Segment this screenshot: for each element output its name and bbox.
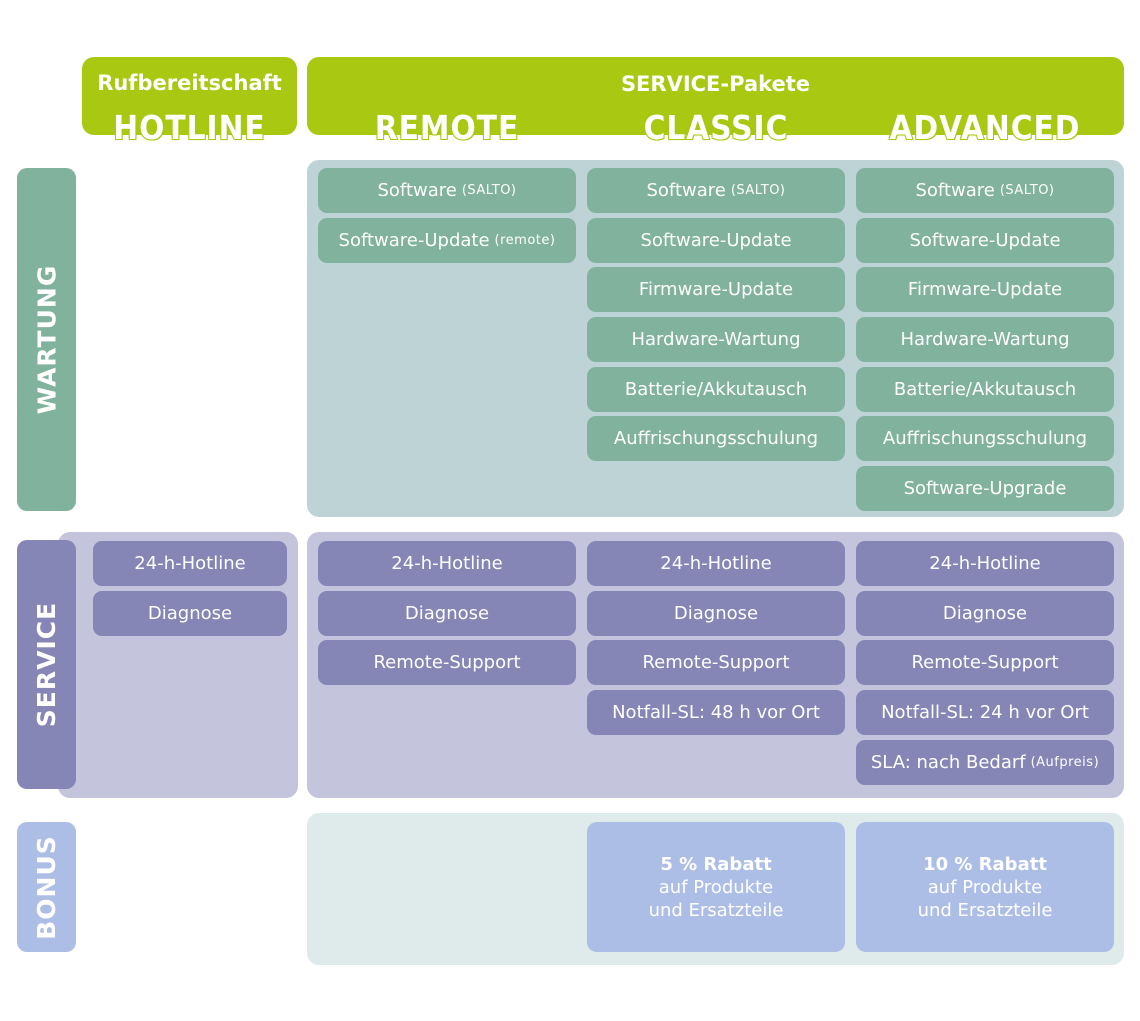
bonus-advanced-line2: auf Produkte xyxy=(927,876,1043,898)
service-advanced-item: Diagnose xyxy=(856,591,1114,636)
remote-column-header: REMOTE xyxy=(374,107,520,148)
service-advanced-item: Remote-Support xyxy=(856,640,1114,685)
wartung-classic-item: Firmware-Update xyxy=(587,267,845,312)
bonus-side-label: BONUS xyxy=(17,822,76,952)
wartung-advanced-item: Auffrischungsschulung xyxy=(856,416,1114,461)
service-side-text: SERVICE xyxy=(32,601,62,728)
service-pakete-header: SERVICE-Pakete xyxy=(307,57,1124,135)
bonus-advanced-line3: und Ersatzteile xyxy=(917,899,1053,921)
service-pakete-title: SERVICE-Pakete xyxy=(620,72,811,96)
service-classic-item: 24-h-Hotline xyxy=(587,541,845,586)
wartung-advanced-item: Batterie/Akkutausch xyxy=(856,367,1114,412)
service-classic-item: Remote-Support xyxy=(587,640,845,685)
wartung-advanced-item: Hardware-Wartung xyxy=(856,317,1114,362)
bonus-classic-line3: und Ersatzteile xyxy=(648,899,784,921)
service-hotline-item: Diagnose xyxy=(93,591,287,636)
wartung-advanced-item: Software-Update xyxy=(856,218,1114,263)
wartung-classic-item: Auffrischungsschulung xyxy=(587,416,845,461)
wartung-advanced-item: Firmware-Update xyxy=(856,267,1114,312)
advanced-column-header: ADVANCED xyxy=(889,107,1081,148)
wartung-side-text: WARTUNG xyxy=(32,264,62,415)
wartung-classic-item: Hardware-Wartung xyxy=(587,317,845,362)
bonus-advanced-box: 10 % Rabatt auf Produkte und Ersatzteile xyxy=(856,822,1114,952)
wartung-remote-item: Software-Update(remote) xyxy=(318,218,576,263)
bonus-classic-line1: 5 % Rabatt xyxy=(660,853,772,875)
bonus-classic-box: 5 % Rabatt auf Produkte und Ersatzteile xyxy=(587,822,845,952)
service-hotline-item: 24-h-Hotline xyxy=(93,541,287,586)
hotline-header-title: Rufbereitschaft xyxy=(97,71,282,95)
bonus-side-text: BONUS xyxy=(32,834,62,940)
service-remote-item: 24-h-Hotline xyxy=(318,541,576,586)
wartung-advanced-item: Software(SALTO) xyxy=(856,168,1114,213)
service-classic-item: Diagnose xyxy=(587,591,845,636)
hotline-header: Rufbereitschaft xyxy=(82,57,297,135)
wartung-classic-item: Software(SALTO) xyxy=(587,168,845,213)
wartung-classic-item: Batterie/Akkutausch xyxy=(587,367,845,412)
service-classic-item: Notfall-SL: 48 h vor Ort xyxy=(587,690,845,735)
wartung-advanced-item: Software-Upgrade xyxy=(856,466,1114,511)
service-advanced-item: SLA: nach Bedarf(Aufpreis) xyxy=(856,740,1114,785)
service-advanced-item: 24-h-Hotline xyxy=(856,541,1114,586)
service-side-label: SERVICE xyxy=(17,540,76,789)
classic-column-header: CLASSIC xyxy=(643,107,789,148)
bonus-advanced-line1: 10 % Rabatt xyxy=(923,853,1047,875)
service-remote-item: Diagnose xyxy=(318,591,576,636)
wartung-side-label: WARTUNG xyxy=(17,168,76,511)
hotline-header-sub: HOTLINE xyxy=(112,107,266,148)
service-remote-item: Remote-Support xyxy=(318,640,576,685)
wartung-remote-item: Software(SALTO) xyxy=(318,168,576,213)
wartung-classic-item: Software-Update xyxy=(587,218,845,263)
bonus-classic-line2: auf Produkte xyxy=(658,876,774,898)
service-advanced-item: Notfall-SL: 24 h vor Ort xyxy=(856,690,1114,735)
